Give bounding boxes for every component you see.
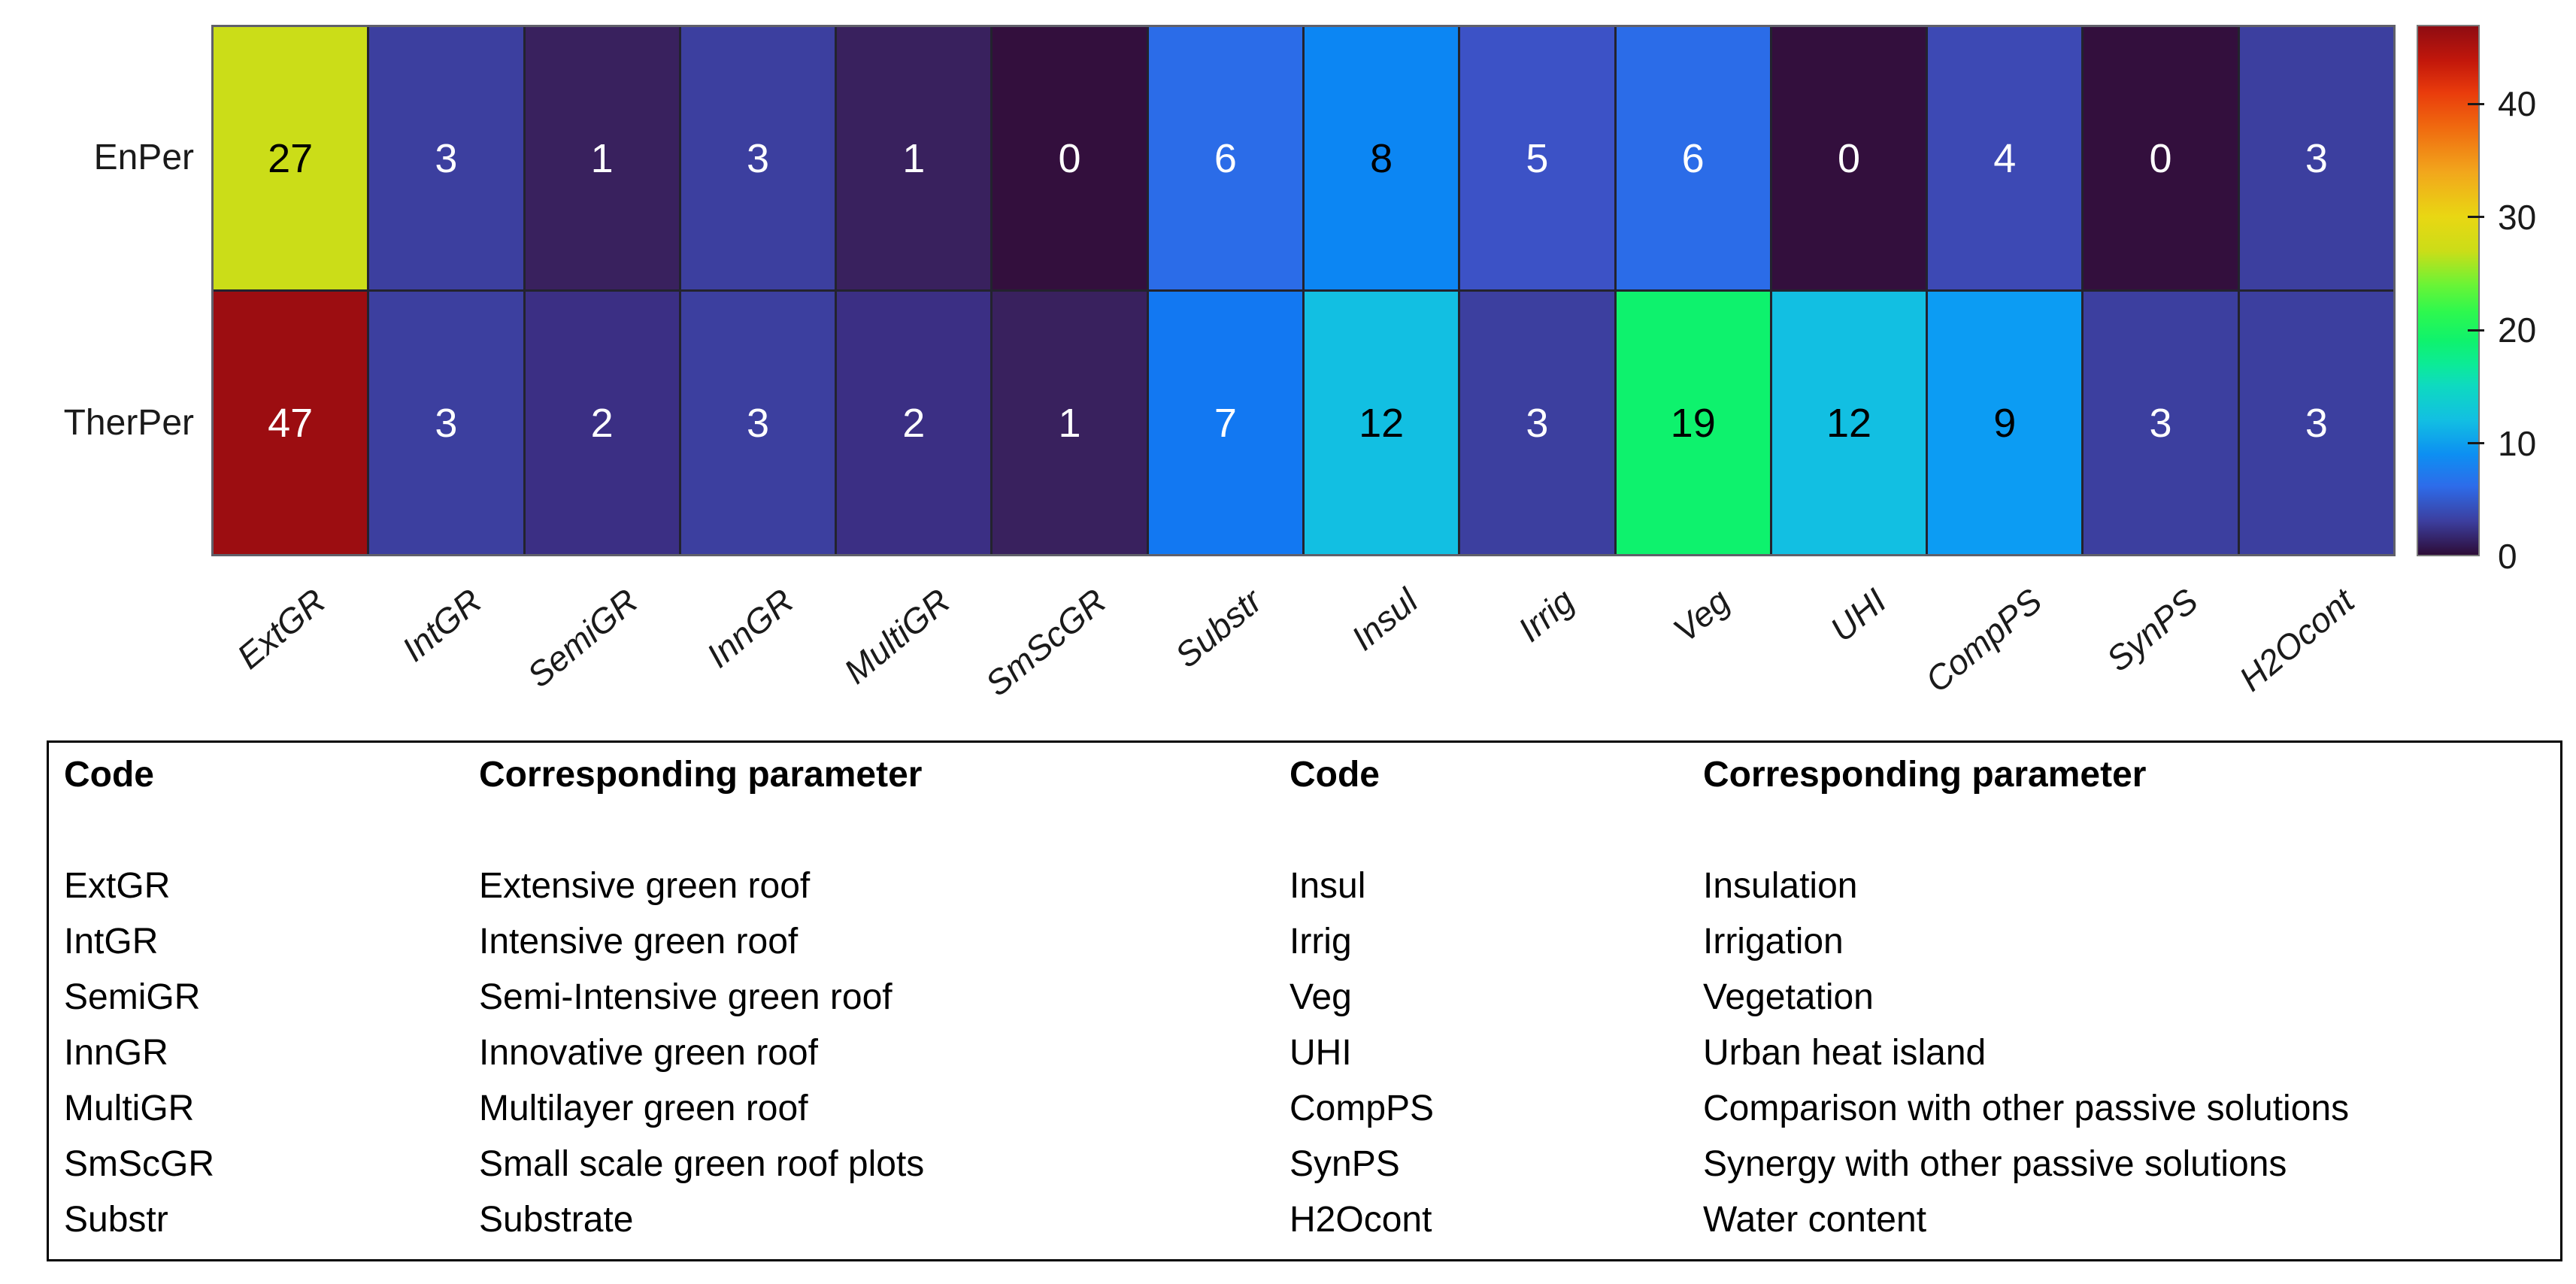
- x-axis-label-text: SynPS: [2099, 580, 2205, 680]
- colorbar-tick-mark: [2468, 216, 2484, 219]
- heatmap-cell: 5: [1460, 27, 1614, 289]
- legend-spacer: [64, 803, 214, 859]
- heatmap-cell: 3: [2084, 292, 2238, 554]
- colorbar-tick-label: 40: [2498, 84, 2537, 124]
- legend-param: Irrigation: [1703, 922, 1844, 961]
- x-axis-label-text: H2Ocont: [2231, 580, 2362, 699]
- x-axis-label-text: SmScGR: [977, 580, 1114, 704]
- legend-param: Extensive green roof: [479, 866, 811, 906]
- heatmap-cell: 9: [1928, 292, 2082, 554]
- heatmap-cell: 0: [2084, 27, 2238, 289]
- legend-param: Small scale green roof plots: [479, 1144, 925, 1184]
- x-axis-label-text: Insul: [1344, 580, 1426, 659]
- heatmap-cell: 0: [1771, 27, 1926, 289]
- legend-code: Insul: [1290, 866, 1366, 906]
- legend-code: Irrig: [1290, 922, 1352, 961]
- heatmap-cell: 12: [1305, 292, 1459, 554]
- legend-param: Comparison with other passive solutions: [1703, 1089, 2350, 1128]
- x-axis-label-text: Veg: [1665, 580, 1738, 650]
- colorbar-tick-label: 10: [2498, 423, 2537, 463]
- heatmap-cell: 1: [993, 292, 1147, 554]
- heatmap-cell: 6: [1148, 27, 1302, 289]
- legend-code: H2Ocont: [1290, 1200, 1432, 1240]
- heatmap-cell: 0: [993, 27, 1147, 289]
- heatmap-cell: 3: [680, 292, 835, 554]
- colorbar-tick-mark: [2468, 442, 2484, 445]
- heatmap-cell: 27: [214, 27, 368, 289]
- legend-code: Veg: [1290, 977, 1352, 1017]
- legend-header: Code: [1290, 755, 1380, 795]
- x-axis-label-text: InnGR: [699, 580, 802, 676]
- legend-param: Synergy with other passive solutions: [1703, 1144, 2287, 1184]
- legend-spacer: [1290, 803, 1434, 859]
- heatmap-cell: 7: [1148, 292, 1302, 554]
- y-axis-label-enper: EnPer: [93, 138, 194, 177]
- legend-param: Semi-Intensive green roof: [479, 977, 893, 1017]
- legend-param: Innovative green roof: [479, 1033, 818, 1073]
- heatmap-cell: 3: [2239, 292, 2393, 554]
- legend-code: SemiGR: [64, 977, 201, 1017]
- legend-param: Insulation: [1703, 866, 1858, 906]
- legend-param: Substrate: [479, 1200, 634, 1240]
- x-axis-label-text: IntGR: [394, 580, 489, 669]
- legend-param: Water content: [1703, 1200, 1927, 1240]
- legend-param: Multilayer green roof: [479, 1089, 808, 1128]
- legend-code: MultiGR: [64, 1089, 195, 1128]
- legend-code: SmScGR: [64, 1144, 215, 1184]
- heatmap-cell: 3: [369, 27, 523, 289]
- heatmap-cell: 1: [525, 27, 679, 289]
- heatmap-cell: 3: [369, 292, 523, 554]
- heatmap-cell: 47: [214, 292, 368, 554]
- legend-code: UHI: [1290, 1033, 1352, 1073]
- legend-param: Vegetation: [1703, 977, 1874, 1017]
- legend-code: CompPS: [1290, 1089, 1435, 1128]
- x-axis-label-text: Substr: [1167, 580, 1269, 676]
- legend-code: ExtGR: [64, 866, 171, 906]
- heatmap-cell: 2: [837, 292, 991, 554]
- legend-spacer: [1703, 803, 2349, 859]
- heatmap-cell: 12: [1771, 292, 1926, 554]
- heatmap-cell: 3: [680, 27, 835, 289]
- heatmap-cell: 1: [837, 27, 991, 289]
- x-axis-label-text: SemiGR: [520, 580, 645, 695]
- legend-code: IntGR: [64, 922, 159, 961]
- colorbar-tick-label: 0: [2498, 537, 2517, 576]
- heatmap-cell: 2: [525, 292, 679, 554]
- legend-param: Intensive green roof: [479, 922, 799, 961]
- y-axis-label-therper: TherPer: [63, 403, 194, 443]
- x-axis-label-text: MultiGR: [836, 580, 957, 692]
- x-axis-label-text: CompPS: [1917, 580, 2050, 700]
- x-axis-label-text: UHI: [1822, 580, 1893, 650]
- colorbar-tick-mark: [2468, 102, 2484, 105]
- x-axis-label-text: ExtGR: [229, 580, 333, 677]
- x-axis-label-text: Irrig: [1510, 580, 1581, 650]
- heatmap-cell: 4: [1928, 27, 2082, 289]
- heatmap-cell: 19: [1616, 292, 1770, 554]
- heatmap-cell: 3: [1460, 292, 1614, 554]
- legend-header: Code: [64, 755, 154, 795]
- heatmap-cell: 3: [2239, 27, 2393, 289]
- colorbar-tick-label: 30: [2498, 197, 2537, 237]
- heatmap-cell: 6: [1616, 27, 1770, 289]
- legend-code: InnGR: [64, 1033, 168, 1073]
- colorbar-tick-label: 20: [2498, 310, 2537, 350]
- colorbar-tick-mark: [2468, 329, 2484, 332]
- legend-header: Corresponding parameter: [1703, 755, 2147, 795]
- legend-header: Corresponding parameter: [479, 755, 923, 795]
- legend-param: Urban heat island: [1703, 1033, 1987, 1073]
- legend-spacer: [479, 803, 924, 859]
- legend-code: SynPS: [1290, 1144, 1400, 1184]
- colorbar-gradient: [2417, 25, 2480, 556]
- legend-code: Substr: [64, 1200, 168, 1240]
- heatmap-cell: 8: [1305, 27, 1459, 289]
